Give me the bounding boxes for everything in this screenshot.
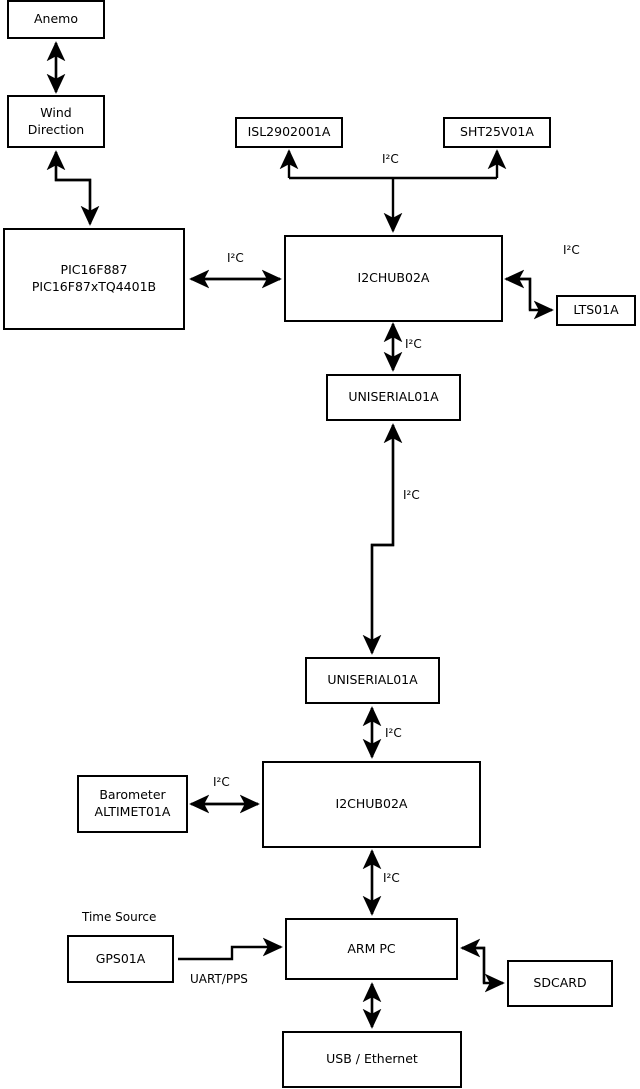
wire-pic-wind-up bbox=[46, 150, 92, 212]
edge-label-i2c-barometer-hub: I²C bbox=[213, 775, 230, 789]
node-gps01a[interactable]: GPS01A bbox=[67, 935, 174, 983]
node-uniserial01a-upper-label: UNISERIAL01A bbox=[348, 389, 439, 405]
node-anemo[interactable]: Anemo bbox=[7, 0, 105, 39]
wire-lts-hub-in bbox=[504, 269, 532, 310]
edge-label-i2c-uniserial-hub: I²C bbox=[385, 726, 402, 740]
node-uniserial01a-lower-label: UNISERIAL01A bbox=[327, 672, 418, 688]
node-i2chub02a-bottom[interactable]: I2CHUB02A bbox=[262, 761, 481, 848]
node-arm-pc[interactable]: ARM PC bbox=[285, 918, 458, 980]
node-lts01a-label: LTS01A bbox=[573, 302, 619, 318]
node-sdcard-label: SDCARD bbox=[533, 975, 587, 991]
edge-label-i2c-hub-uniserial: I²C bbox=[405, 337, 422, 351]
edge-label-uart-pps: UART/PPS bbox=[190, 972, 248, 986]
wire-gps-arm bbox=[178, 937, 283, 961]
node-pic-mcu-label: PIC16F887 PIC16F87xTQ4401B bbox=[31, 262, 157, 294]
edge-label-i2c-hub-armpc: I²C bbox=[383, 871, 400, 885]
edge-label-i2c-hub-lts: I²C bbox=[563, 243, 580, 257]
wire-arm-sdcard-out bbox=[462, 946, 505, 993]
wire-wind-pic-down bbox=[54, 152, 100, 226]
node-gps01a-label: GPS01A bbox=[95, 950, 146, 966]
node-isl2902001a[interactable]: ISL2902001A bbox=[235, 117, 343, 148]
node-i2chub02a-top-label: I2CHUB02A bbox=[357, 270, 430, 286]
node-sht25v01a[interactable]: SHT25V01A bbox=[443, 117, 551, 148]
node-sht25v01a-label: SHT25V01A bbox=[460, 124, 534, 140]
edge-label-i2c-pic-hub: I²C bbox=[227, 251, 244, 265]
wire-uni-uni-up bbox=[370, 423, 403, 653]
wire-hub-lts-out bbox=[506, 277, 554, 320]
wire-sdcard-arm-in bbox=[460, 938, 486, 983]
node-i2chub02a-top[interactable]: I2CHUB02A bbox=[284, 235, 503, 322]
node-i2chub02a-bottom-label: I2CHUB02A bbox=[335, 796, 408, 812]
node-arm-pc-label: ARM PC bbox=[347, 940, 396, 956]
node-wind-direction-label: Wind Direction bbox=[27, 104, 85, 137]
node-wind-direction[interactable]: Wind Direction bbox=[7, 95, 105, 148]
edge-label-i2c-uniserial-uniserial: I²C bbox=[403, 488, 420, 502]
node-barometer-altimet01a[interactable]: Barometer ALTIMET01A bbox=[77, 775, 188, 833]
node-anemo-label: Anemo bbox=[34, 11, 78, 27]
node-lts01a[interactable]: LTS01A bbox=[556, 295, 636, 326]
node-barometer-altimet01a-label: Barometer ALTIMET01A bbox=[94, 787, 171, 819]
wire-uni-uni-down bbox=[362, 425, 395, 655]
annotation-time-source: Time Source bbox=[82, 910, 157, 924]
node-uniserial01a-lower[interactable]: UNISERIAL01A bbox=[305, 657, 440, 704]
node-pic-mcu[interactable]: PIC16F887 PIC16F87xTQ4401B bbox=[3, 228, 185, 330]
edge-label-i2c-sensor-bus: I²C bbox=[382, 152, 399, 166]
node-usb-ethernet-label: USB / Ethernet bbox=[326, 1051, 418, 1067]
node-uniserial01a-upper[interactable]: UNISERIAL01A bbox=[326, 374, 461, 421]
node-isl2902001a-label: ISL2902001A bbox=[247, 124, 331, 140]
node-sdcard[interactable]: SDCARD bbox=[507, 960, 613, 1007]
node-usb-ethernet[interactable]: USB / Ethernet bbox=[282, 1031, 462, 1088]
